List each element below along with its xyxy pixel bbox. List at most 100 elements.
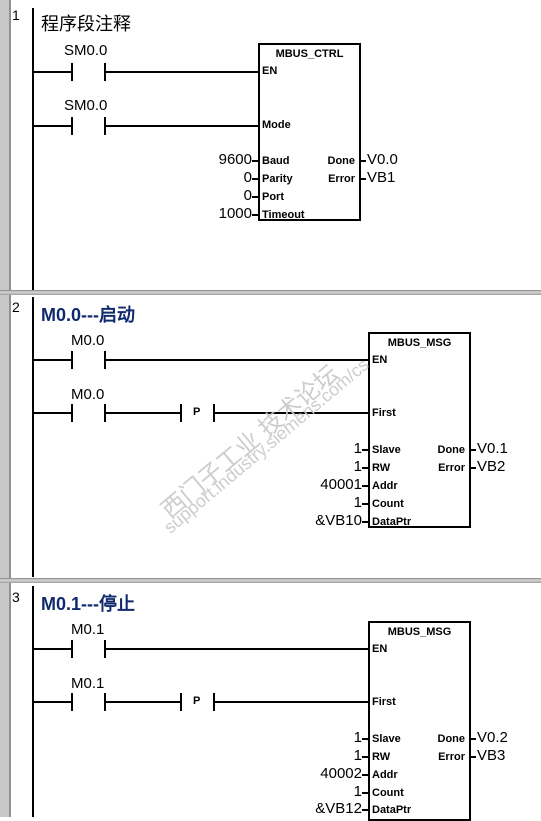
block-title: MBUS_MSG [387, 626, 452, 638]
contact-left-bar[interactable] [71, 404, 73, 422]
pin-first: First [372, 407, 396, 419]
contact-left-bar[interactable] [71, 351, 73, 369]
pin-done: Done [327, 155, 356, 167]
contact-left-bar[interactable] [71, 640, 73, 658]
network-separator [0, 290, 541, 295]
contact-right-bar[interactable] [104, 404, 106, 422]
contact-label: M0.1 [71, 675, 105, 692]
pin-error: Error [438, 751, 465, 763]
contact-right-bar[interactable] [104, 117, 106, 135]
pin-first: First [372, 696, 396, 708]
output-value[interactable]: V0.1 [477, 440, 508, 457]
wire [34, 359, 71, 361]
contact-label: SM0.0 [64, 97, 108, 114]
pin-parity: Parity [262, 173, 293, 185]
contact-label: M0.0 [71, 386, 105, 403]
contact-label: M0.1 [71, 621, 105, 638]
input-value[interactable]: &VB10 [315, 512, 362, 529]
left-gutter-edge [9, 0, 11, 817]
output-value[interactable]: VB3 [477, 747, 506, 764]
pin-stub [471, 756, 476, 758]
wire [106, 125, 259, 127]
input-value[interactable]: 1 [353, 440, 362, 457]
pin-error: Error [328, 173, 355, 185]
watermark-text: 西门子工业 技术论坛 [156, 360, 345, 525]
pin-rw: RW [372, 751, 391, 763]
pin-stub [362, 449, 368, 451]
input-value[interactable]: 1 [353, 747, 362, 764]
wire [34, 125, 71, 127]
power-rail [32, 8, 34, 290]
pin-stub [362, 521, 368, 523]
pin-baud: Baud [262, 155, 290, 167]
input-value[interactable]: 0 [243, 187, 252, 204]
pin-en: EN [372, 354, 388, 366]
pin-done: Done [437, 733, 466, 745]
edge-right-bar[interactable] [213, 404, 215, 422]
network-title[interactable]: M0.1---停止 [41, 594, 135, 614]
input-value[interactable]: 9600 [218, 151, 252, 168]
contact-right-bar[interactable] [104, 640, 106, 658]
contact-label: SM0.0 [64, 42, 108, 59]
pin-stub [252, 214, 258, 216]
pin-stub [362, 756, 368, 758]
wire [34, 412, 71, 414]
pin-rw: RW [372, 462, 391, 474]
mbus-ctrl-block[interactable]: MBUS_CTRL [258, 43, 361, 221]
edge-right-bar[interactable] [213, 693, 215, 711]
contact-label: M0.0 [71, 332, 105, 349]
pin-en: EN [262, 65, 278, 77]
input-value[interactable]: 1000 [218, 205, 252, 222]
output-value[interactable]: VB2 [477, 458, 506, 475]
pin-slave: Slave [372, 444, 401, 456]
input-value[interactable]: &VB12 [315, 800, 362, 817]
pin-stub [252, 178, 258, 180]
wire [34, 648, 71, 650]
pin-mode: Mode [262, 119, 291, 131]
contact-right-bar[interactable] [104, 693, 106, 711]
pin-stub [361, 160, 366, 162]
mbus-msg-block[interactable]: MBUS_MSG [368, 332, 471, 528]
mbus-msg-block[interactable]: MBUS_MSG [368, 621, 471, 821]
input-value[interactable]: 1 [353, 458, 362, 475]
contact-left-bar[interactable] [71, 63, 73, 81]
pin-stub [471, 467, 476, 469]
output-value[interactable]: VB1 [367, 169, 396, 186]
edge-left-bar[interactable] [180, 693, 182, 711]
wire [215, 412, 369, 414]
power-rail [32, 586, 34, 817]
pin-stub [362, 485, 368, 487]
input-value[interactable]: 1 [353, 729, 362, 746]
output-value[interactable]: V0.0 [367, 151, 398, 168]
pin-en: EN [372, 643, 388, 655]
pin-stub [362, 774, 368, 776]
wire [215, 701, 369, 703]
input-value[interactable]: 1 [353, 783, 362, 800]
pin-stub [362, 738, 368, 740]
pin-count: Count [372, 787, 404, 799]
pin-slave: Slave [372, 733, 401, 745]
wire [106, 648, 369, 650]
pin-dataptr: DataPtr [372, 516, 412, 528]
output-value[interactable]: V0.2 [477, 729, 508, 746]
contact-left-bar[interactable] [71, 693, 73, 711]
contact-left-bar[interactable] [71, 117, 73, 135]
wire [106, 701, 180, 703]
input-value[interactable]: 0 [243, 169, 252, 186]
contact-right-bar[interactable] [104, 63, 106, 81]
network-title[interactable]: M0.0---启动 [41, 305, 135, 325]
input-value[interactable]: 1 [353, 494, 362, 511]
network-title[interactable]: 程序段注释 [41, 14, 131, 34]
pin-stub [252, 160, 258, 162]
edge-left-bar[interactable] [180, 404, 182, 422]
watermark-url: support.industry.siemens.com/cs [160, 354, 373, 538]
wire [106, 71, 259, 73]
network-number: 2 [12, 299, 20, 315]
input-value[interactable]: 40002 [320, 765, 362, 782]
input-value[interactable]: 40001 [320, 476, 362, 493]
pin-dataptr: DataPtr [372, 804, 412, 816]
contact-right-bar[interactable] [104, 351, 106, 369]
positive-edge-label: P [193, 695, 201, 707]
pin-error: Error [438, 462, 465, 474]
power-rail [32, 297, 34, 577]
